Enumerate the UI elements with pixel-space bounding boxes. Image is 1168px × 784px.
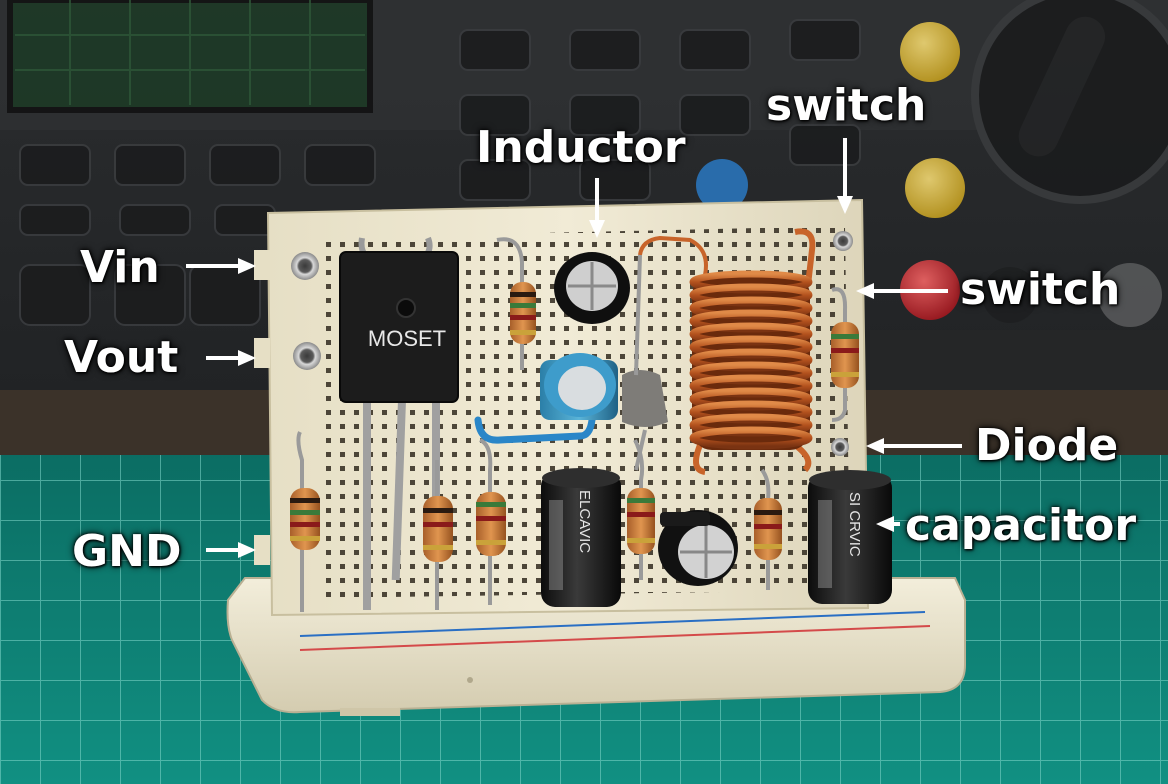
terminal-vout (293, 342, 321, 370)
label-vout: Vout (64, 332, 179, 383)
label-vin: Vin (80, 242, 160, 293)
knob-yellow-top (900, 22, 960, 82)
resistor-left (290, 431, 320, 612)
label-inductor: Inductor (476, 122, 686, 173)
arrow-vin (186, 258, 256, 274)
cap-left-marking: ELCAVIC (576, 490, 593, 553)
terminal-switch-top (833, 231, 853, 251)
terminal-diode (831, 438, 849, 456)
annotation-arrows (186, 138, 962, 558)
resistor-switch (831, 287, 859, 422)
capacitors: ELCAVIC SI CRVIC (540, 235, 892, 607)
arrow-switch-top (837, 138, 853, 214)
arrow-diode (866, 438, 962, 454)
knob-yellow-mid (905, 158, 965, 218)
resistor-mid-2 (476, 438, 506, 605)
arrow-vout (206, 350, 256, 366)
coil-turns (689, 270, 813, 450)
capacitor-small-bottom (658, 510, 738, 586)
arrow-inductor (589, 178, 605, 238)
coil-turn (689, 426, 813, 450)
ceramic-diode-part (622, 235, 708, 471)
knob-blue (696, 159, 748, 211)
arrow-gnd (206, 542, 256, 558)
mosfet: MOSET (339, 236, 459, 610)
terminal-vin (291, 252, 319, 280)
label-diode: Diode (975, 420, 1119, 471)
capacitor-sicrvic: SI CRVIC (808, 470, 892, 604)
resistor-right-low (754, 468, 782, 590)
arrow-capacitor (876, 516, 900, 532)
capacitor-elcavic: ELCAVIC (541, 468, 621, 607)
resistor-center (627, 439, 655, 580)
test-instrument (0, 0, 1168, 390)
label-capacitor: capacitor (905, 500, 1137, 551)
inductor-coil (689, 228, 816, 475)
capacitor-small-top (554, 252, 630, 324)
label-switch-mid: switch (960, 264, 1121, 315)
label-gnd: GND (72, 526, 182, 577)
resistor-top (496, 237, 536, 370)
resistors (290, 237, 859, 612)
arrow-switch-mid (856, 283, 948, 299)
jumper-wire-blue (474, 416, 596, 444)
cap-right-marking: SI CRVIC (846, 492, 863, 557)
capacitor-blue (540, 353, 618, 420)
mosfet-marking: MOSET (368, 326, 446, 351)
label-switch-top: switch (766, 80, 927, 131)
resistor-mid-1 (423, 460, 453, 610)
